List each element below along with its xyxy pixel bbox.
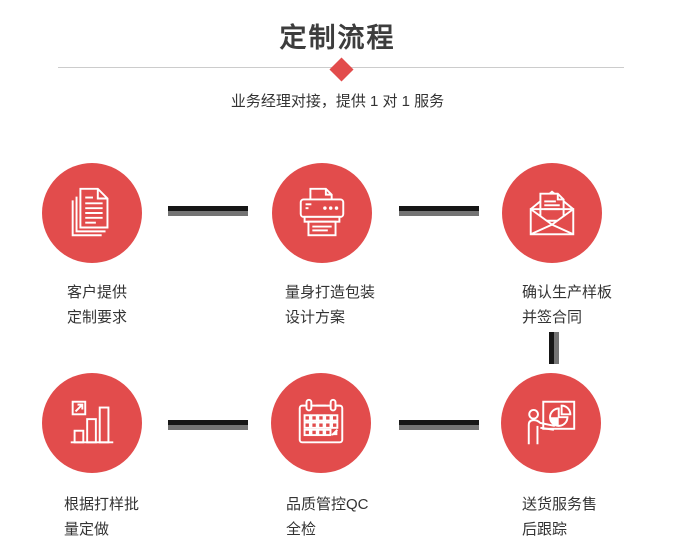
- step-label-1: 客户提供 定制要求: [67, 284, 128, 326]
- step-circle-5: [271, 373, 371, 473]
- diamond-marker-icon: [329, 57, 354, 82]
- connector-step4-step5: [168, 420, 248, 430]
- step-circle-2: [272, 163, 372, 263]
- step-label-5: 品质管控QC 全检: [286, 496, 369, 538]
- connector-step1-step2: [168, 206, 248, 216]
- step-circle-6: [501, 373, 601, 473]
- subtitle: 业务经理对接，提供 1 对 1 服务: [230, 93, 445, 110]
- envelope-icon: [529, 190, 575, 236]
- step-label-6: 送货服务售 后跟踪: [522, 496, 598, 538]
- printer-icon: [299, 187, 345, 237]
- step-circle-4: [42, 373, 142, 473]
- calendar-icon: [298, 398, 344, 444]
- connector-step5-step6: [399, 420, 479, 430]
- step-label-2: 量身打造包装 设计方案: [285, 284, 376, 326]
- step-circle-1: [42, 163, 142, 263]
- step-circle-3: [502, 163, 602, 263]
- documents-icon: [71, 187, 109, 237]
- step-label-4: 根据打样批 量定做: [64, 496, 140, 538]
- connector-step3-step6: [549, 332, 559, 364]
- bar-chart-icon: [70, 400, 114, 444]
- connector-step2-step3: [399, 206, 479, 216]
- presentation-icon: [527, 400, 576, 445]
- page-title: 定制流程: [279, 23, 396, 53]
- step-label-3: 确认生产样板 并签合同: [522, 284, 613, 326]
